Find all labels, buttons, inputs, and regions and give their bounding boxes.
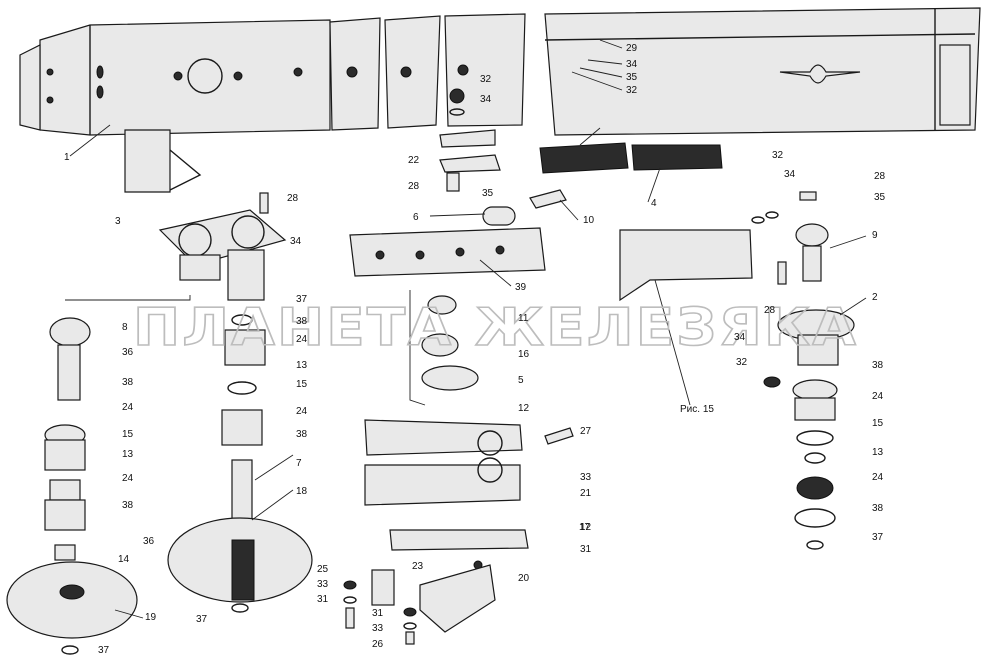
callout-label: 15 (872, 418, 884, 429)
callout-label: 13 (296, 360, 308, 371)
callout-label: 36 (122, 347, 134, 358)
callout-label: 24 (872, 391, 884, 402)
guide-plates (364, 419, 574, 570)
callout-label: 38 (872, 360, 884, 371)
callout-label: 34 (626, 59, 638, 70)
callout-label: 9 (872, 230, 878, 241)
callout-label: 24 (122, 473, 134, 484)
callout-label: 1 (64, 152, 70, 163)
callout-label: 6 (413, 212, 419, 223)
callout-label: 31 (580, 544, 592, 555)
callout-label: 34 (734, 332, 746, 343)
callout-label: 24 (872, 472, 884, 483)
callout-label: 35 (626, 72, 638, 83)
watermark-text: ПЛАНЕТА ЖЕЛЕЗЯКА (133, 298, 858, 358)
callout-label: 28 (764, 305, 776, 316)
bottom-fasteners (343, 564, 496, 645)
callout-label: 24 (296, 334, 308, 345)
callout-label: 38 (872, 503, 884, 514)
callout-label: 8 (122, 322, 128, 333)
main-beam (19, 7, 981, 193)
callout-label: 5 (518, 375, 524, 386)
callout-label: 33 (580, 472, 592, 483)
callout-label: 18 (296, 486, 308, 497)
callout-label: 35 (874, 192, 886, 203)
callout-label: 28 (408, 181, 420, 192)
callout-label: 25 (317, 564, 329, 575)
callout-label: 22 (408, 155, 420, 166)
callout-label: 38 (122, 500, 134, 511)
callout-label: 28 (874, 171, 886, 182)
callout-label: 32 (772, 150, 784, 161)
callout-label: 32 (736, 357, 748, 368)
callout-label: 38 (296, 316, 308, 327)
callout-label: 21 (580, 488, 592, 499)
callout-label: 15 (122, 429, 134, 440)
callout-label: 24 (296, 406, 308, 417)
callout-label: 32 (480, 74, 492, 85)
callout-label: 17 (579, 522, 591, 533)
guard-plates (539, 127, 723, 174)
callout-label: 34 (290, 236, 302, 247)
callout-label: 12 (518, 403, 530, 414)
callout-label: 31 (372, 608, 384, 619)
callout-label: 2 (872, 292, 878, 303)
center-gear-parts (409, 290, 479, 406)
callout-label: 14 (118, 554, 130, 565)
callout-label: 38 (122, 377, 134, 388)
bracket-plate (619, 229, 753, 302)
callout-label: 13 (872, 447, 884, 458)
callout-label: 23 (412, 561, 424, 572)
callout-label: 33 (317, 579, 329, 590)
callout-label: 34 (480, 94, 492, 105)
callout-label: 39 (515, 282, 527, 293)
figure-caption: Рис. 15 (680, 404, 714, 415)
callout-label: 38 (296, 429, 308, 440)
callout-label: 33 (372, 623, 384, 634)
top-center-parts (349, 88, 567, 277)
left-hub-assembly (6, 192, 287, 655)
callout-label: 34 (784, 169, 796, 180)
callout-label: 37 (196, 614, 208, 625)
callout-labels: 1 29 34 35 32 32 34 22 28 35 6 10 4 32 3… (64, 43, 886, 656)
callout-label: 37 (98, 645, 110, 656)
callout-label: 37 (872, 532, 884, 543)
right-hub-assembly (654, 191, 855, 550)
callout-label: 4 (651, 198, 657, 209)
callout-label: 27 (580, 426, 592, 437)
callout-label: 20 (518, 573, 530, 584)
callout-label: 10 (583, 215, 595, 226)
callout-label: 26 (372, 639, 384, 650)
callout-label: 7 (296, 458, 302, 469)
callout-label: 24 (122, 402, 134, 413)
callout-label: 31 (317, 594, 329, 605)
callout-label: 32 (626, 85, 638, 96)
callout-label: 12 (580, 522, 592, 533)
callout-label: 13 (122, 449, 134, 460)
callout-label: 16 (518, 349, 530, 360)
leader-lines (69, 39, 867, 619)
callout-label: 35 (482, 188, 494, 199)
callout-label: 11 (518, 313, 529, 324)
callout-label: 29 (626, 43, 638, 54)
callout-label: 15 (296, 379, 308, 390)
callout-label: 19 (145, 612, 157, 623)
callout-label: 37 (296, 294, 308, 305)
center-drive-stack (167, 314, 313, 613)
callout-label: 3 (115, 216, 121, 227)
callout-label: 36 (143, 536, 155, 547)
callout-label: 28 (287, 193, 299, 204)
